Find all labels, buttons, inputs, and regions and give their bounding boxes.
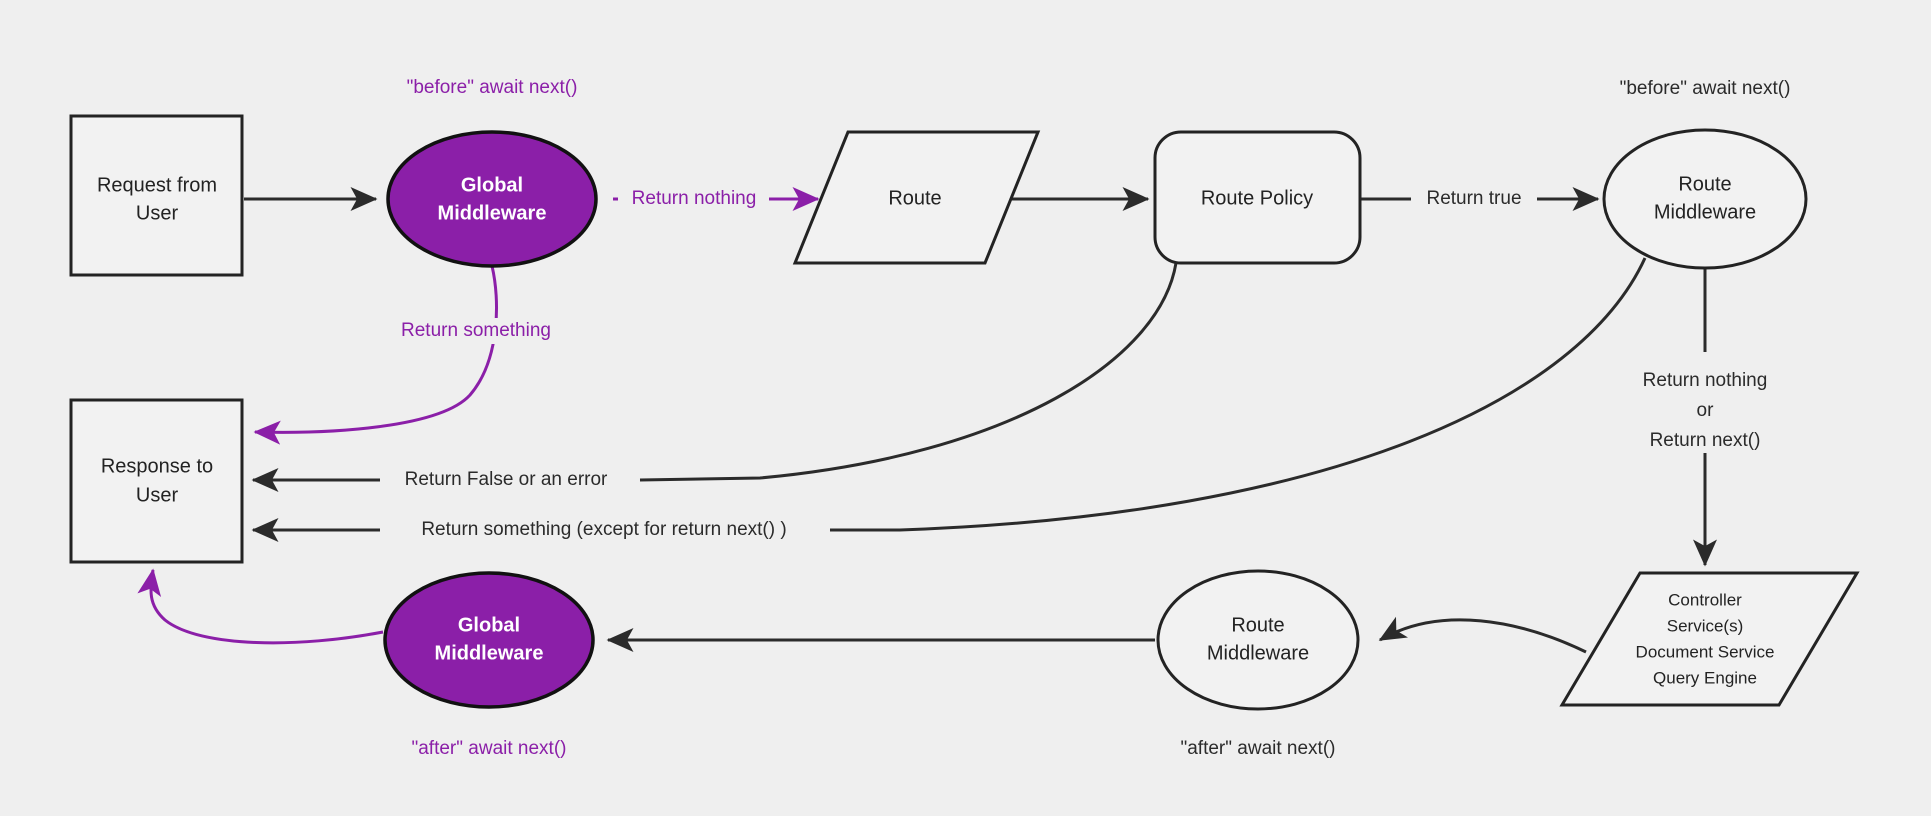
node-response-to-user-line1: Response to [101, 455, 213, 477]
edge-label-return-something-except: Return something (except for return next… [382, 517, 826, 543]
edge-label-return-nothing-stack: Return nothing or Return next() [1610, 365, 1800, 453]
svg-text:"after" await next(): "after" await next() [412, 738, 567, 759]
edge-global-middleware-after-to-response [137, 568, 384, 645]
node-controller-services[interactable]: Controller Service(s) Document Service Q… [1559, 571, 1860, 707]
node-global-middleware-before-line2: Middleware [438, 202, 547, 224]
node-route-policy-label: Route Policy [1201, 187, 1313, 209]
node-route[interactable]: Route [792, 130, 1041, 265]
edge-label-return-false-or-error: Return False or an error [382, 467, 631, 493]
edge-label-return-nothing-top: Return nothing [618, 186, 769, 212]
node-route-middleware-after-line1: Route [1231, 614, 1284, 636]
svg-text:Return False or an error: Return False or an error [405, 469, 608, 490]
edge-route-policy-to-response [251, 262, 1178, 492]
annotation-before-await-next-route: "before" await next() [1620, 78, 1791, 99]
node-controller-services-line2: Service(s) [1667, 616, 1744, 635]
node-controller-services-line3: Document Service [1636, 642, 1775, 661]
node-request-from-user-line1: Request from [97, 174, 217, 196]
annotation-before-await-next-global: "before" await next() [407, 77, 578, 98]
edge-label-return-true: Return true [1411, 186, 1537, 212]
annotation-after-await-next-route: "after" await next() [1181, 738, 1336, 759]
edge-global-middleware-to-response [253, 265, 499, 445]
node-route-policy[interactable]: Route Policy [1153, 130, 1362, 265]
edge-controller-to-route-middleware-after [1378, 616, 1587, 654]
node-controller-services-line1: Controller [1668, 590, 1742, 609]
node-global-middleware-before-line1: Global [461, 174, 523, 196]
node-controller-services-line4: Query Engine [1653, 668, 1757, 687]
edge-route-middleware-to-response [251, 257, 1647, 542]
edge-label-return-something-purple: Return something [382, 318, 568, 344]
node-route-middleware-before-line2: Middleware [1654, 201, 1756, 223]
svg-text:Return true: Return true [1426, 188, 1521, 209]
svg-text:Return nothing: Return nothing [632, 188, 757, 209]
node-request-from-user-line2: User [136, 202, 179, 224]
node-global-middleware-after-line1: Global [458, 614, 520, 636]
node-global-middleware-before[interactable]: Global Middleware [386, 130, 598, 268]
node-global-middleware-after-line2: Middleware [435, 642, 544, 664]
node-request-from-user[interactable]: Request from User [69, 114, 244, 277]
svg-text:Return nothing: Return nothing [1643, 370, 1768, 391]
node-route-middleware-after[interactable]: Route Middleware [1156, 569, 1360, 711]
node-response-to-user-line2: User [136, 484, 179, 506]
node-route-middleware-before-line1: Route [1678, 173, 1731, 195]
svg-text:"before" await next(): "before" await next() [1620, 78, 1791, 99]
node-response-to-user[interactable]: Response to User [69, 398, 244, 564]
svg-text:Return something (except for r: Return something (except for return next… [421, 519, 786, 540]
node-route-label: Route [888, 187, 941, 209]
annotation-after-await-next-global: "after" await next() [412, 738, 567, 759]
node-route-middleware-before[interactable]: Route Middleware [1602, 128, 1808, 270]
svg-text:"after" await next(): "after" await next() [1181, 738, 1336, 759]
svg-text:or: or [1697, 400, 1715, 421]
svg-text:Return something: Return something [401, 320, 551, 341]
svg-text:Return next(): Return next() [1650, 430, 1761, 451]
node-global-middleware-after[interactable]: Global Middleware [383, 571, 595, 709]
node-route-middleware-after-line2: Middleware [1207, 642, 1309, 664]
svg-text:"before" await next(): "before" await next() [407, 77, 578, 98]
